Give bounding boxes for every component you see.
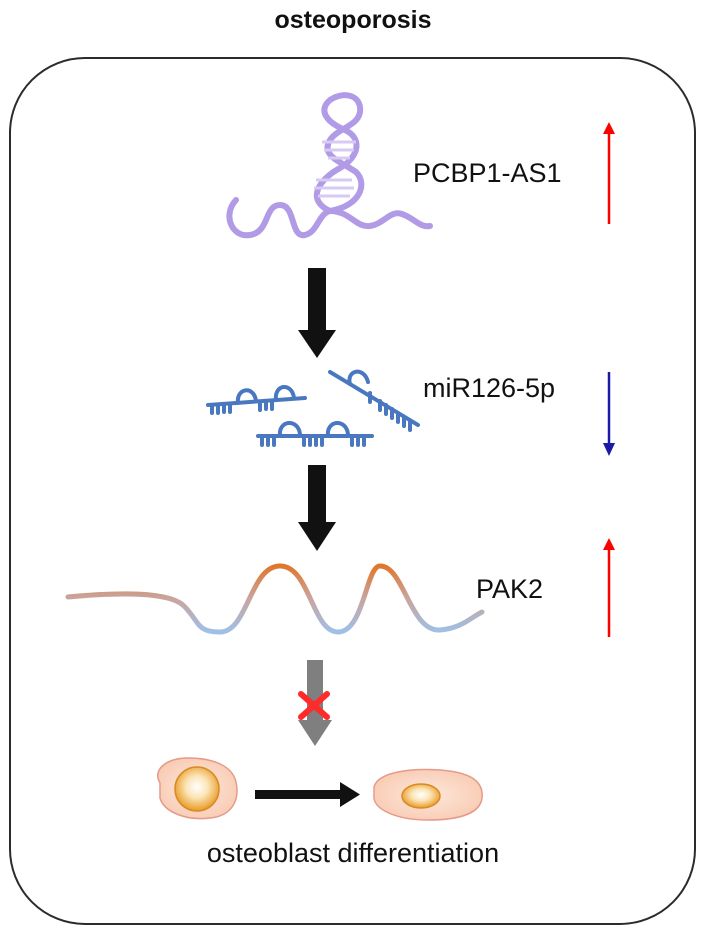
differentiation-arrow bbox=[255, 782, 360, 807]
precursor-cell-icon bbox=[157, 757, 238, 820]
osteoblast-cell-icon bbox=[373, 768, 483, 821]
lncrna-label: PCBP1-AS1 bbox=[413, 158, 562, 188]
arrow-mirna-to-mrna bbox=[298, 465, 336, 551]
arrow-lncrna-to-mirna bbox=[298, 268, 336, 358]
pak2-trend-up-arrow bbox=[603, 538, 615, 637]
mirna-cluster-icon bbox=[206, 369, 420, 447]
lncrna-structure-icon bbox=[226, 92, 433, 239]
mirna-label: miR126-5p bbox=[423, 373, 556, 403]
mirna-trend-down-arrow bbox=[603, 372, 615, 456]
inhibition-cross-icon bbox=[298, 691, 330, 720]
diagram-title: osteoporosis bbox=[274, 6, 432, 34]
lncrna-trend-up-arrow bbox=[603, 122, 615, 224]
cell-frame bbox=[9, 57, 696, 925]
pak2-mrna-strand-icon bbox=[65, 563, 485, 635]
pak2-label: PAK2 bbox=[476, 574, 544, 604]
outcome-label: osteoblast differentiation bbox=[206, 838, 500, 868]
